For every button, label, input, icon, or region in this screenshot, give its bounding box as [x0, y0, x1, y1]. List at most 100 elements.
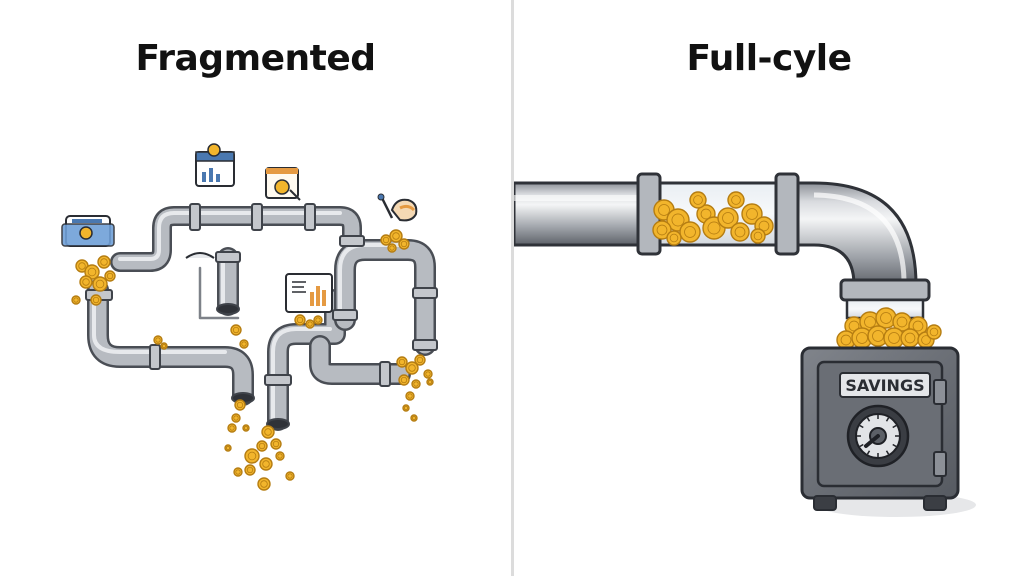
coin-inner-ring — [95, 279, 105, 289]
coin-icon — [104, 270, 116, 282]
coin-inner-ring — [656, 224, 668, 236]
coin-icon — [405, 391, 415, 401]
coin-inner-ring — [669, 233, 679, 243]
coin-inner-ring — [425, 371, 431, 377]
bar-chart-doc-icon — [195, 143, 235, 187]
dial-tick — [859, 424, 864, 429]
coin-icon — [294, 314, 306, 326]
coin-inner-ring — [260, 480, 268, 488]
coin-inner-ring — [246, 466, 254, 474]
coin-icon — [313, 315, 323, 325]
coin-inner-ring — [722, 212, 734, 224]
coin-icon — [305, 319, 315, 329]
coin-icon — [426, 378, 434, 386]
coin-icon — [160, 342, 168, 350]
coin-inner-ring — [225, 445, 231, 451]
coin-inner-ring — [277, 453, 283, 459]
coin-icon — [256, 440, 268, 452]
coin-inner-ring — [233, 415, 239, 421]
coin-inner-ring — [389, 245, 395, 251]
coin-inner-ring — [272, 440, 280, 448]
coin-icon — [71, 295, 81, 305]
coin-icon — [398, 238, 410, 250]
pie-chart-doc-icon — [265, 167, 301, 201]
coin-icon — [414, 354, 426, 366]
coin-icon — [90, 294, 102, 306]
coin-inner-ring — [161, 343, 167, 349]
coin-icon — [396, 356, 408, 368]
coin-icon — [423, 369, 433, 379]
coin-inner-ring — [413, 381, 419, 387]
coin-icon — [387, 243, 397, 253]
dial-tick — [885, 417, 890, 422]
coin-icon — [230, 324, 242, 336]
coin-inner-ring — [243, 425, 249, 431]
safe-label: SAVINGS — [845, 376, 924, 395]
coin-inner-ring — [106, 272, 114, 280]
dial-tick — [885, 450, 890, 455]
coin-inner-ring — [232, 326, 240, 334]
coin-inner-ring — [700, 208, 712, 220]
report-card-icon — [61, 215, 115, 247]
coin-inner-ring — [287, 473, 293, 479]
coin-inner-ring — [707, 221, 721, 235]
coin-inner-ring — [229, 425, 235, 431]
hand-tool-icon — [377, 193, 418, 222]
safe-label-plate — [839, 372, 931, 398]
coin-inner-ring — [929, 327, 939, 337]
coin-inner-ring — [888, 332, 900, 344]
full-cycle-panel: Full-cyle — [514, 0, 1024, 576]
full-cycle-title: Full-cyle — [686, 38, 852, 79]
coin-inner-ring — [880, 312, 892, 324]
coin-icon — [242, 424, 250, 432]
coin-icon — [730, 222, 750, 242]
coin-inner-ring — [658, 204, 670, 216]
coin-icon — [717, 207, 739, 229]
fragmented-pipes-illustration — [61, 143, 438, 491]
coin-icon — [234, 399, 246, 411]
coin-inner-ring — [407, 393, 413, 399]
coin-inner-ring — [315, 317, 321, 323]
full-cycle-pipe-illustration: SAVINGS — [514, 172, 976, 517]
coin-icon — [926, 324, 942, 340]
coin-inner-ring — [427, 379, 433, 385]
coin-inner-ring — [684, 226, 696, 238]
coin-icon — [275, 451, 285, 461]
coin-icon — [244, 448, 260, 464]
coin-icon — [92, 276, 108, 292]
coin-inner-ring — [155, 337, 161, 343]
coin-icon — [231, 413, 241, 423]
coin-inner-ring — [671, 213, 685, 227]
analytics-card-icon — [285, 273, 333, 313]
coin-icon — [666, 230, 682, 246]
coin-inner-ring — [912, 320, 924, 332]
coin-icon — [411, 379, 421, 389]
coin-icon — [389, 229, 403, 243]
coin-inner-ring — [400, 376, 408, 384]
coin-icon — [239, 339, 249, 349]
coin-inner-ring — [403, 405, 409, 411]
dial-tick — [892, 424, 897, 429]
coin-inner-ring — [78, 262, 86, 270]
coin-inner-ring — [258, 442, 266, 450]
coin-inner-ring — [264, 428, 272, 436]
coin-inner-ring — [398, 358, 406, 366]
coin-inner-ring — [247, 451, 257, 461]
coin-icon — [741, 203, 763, 225]
coin-inner-ring — [896, 316, 908, 328]
coin-inner-ring — [731, 195, 741, 205]
coin-inner-ring — [235, 469, 241, 475]
coin-icon — [405, 361, 419, 375]
coin-inner-ring — [904, 332, 916, 344]
savings-safe: SAVINGS — [800, 346, 976, 517]
coin-inner-ring — [693, 195, 703, 205]
coin-inner-ring — [400, 240, 408, 248]
coin-icon — [261, 425, 275, 439]
coin-inner-ring — [92, 296, 100, 304]
coin-icon — [97, 255, 111, 269]
coin-inner-ring — [746, 208, 758, 220]
pipe-network — [87, 206, 436, 431]
coin-inner-ring — [411, 415, 417, 421]
coin-icon — [689, 191, 707, 209]
